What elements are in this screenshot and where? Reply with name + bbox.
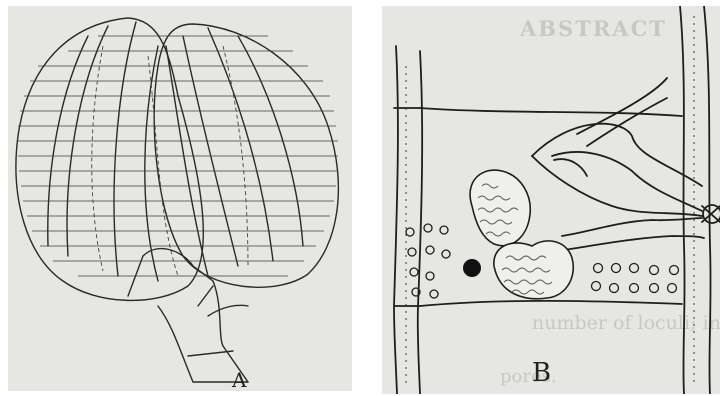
small-cells-right — [592, 264, 679, 293]
small-cells-left — [406, 224, 450, 298]
panel-a-drawing — [8, 6, 352, 391]
panel-b-drawing — [382, 6, 720, 394]
granular-mass-upper — [470, 170, 530, 246]
panel-b: ABSTRACT number of loculi; in number por… — [382, 6, 720, 394]
left-wall-outer — [394, 46, 398, 394]
panel-a: A — [8, 6, 352, 391]
black-spot — [463, 259, 481, 277]
bottom-septum — [420, 301, 682, 306]
left-lobe-outline — [16, 18, 203, 300]
left-wall-inner — [418, 51, 422, 394]
right-wall-inner — [704, 6, 711, 394]
right-wall-outer — [680, 6, 685, 394]
panel-b-label: B — [532, 358, 551, 388]
panel-a-label: A — [232, 368, 246, 391]
